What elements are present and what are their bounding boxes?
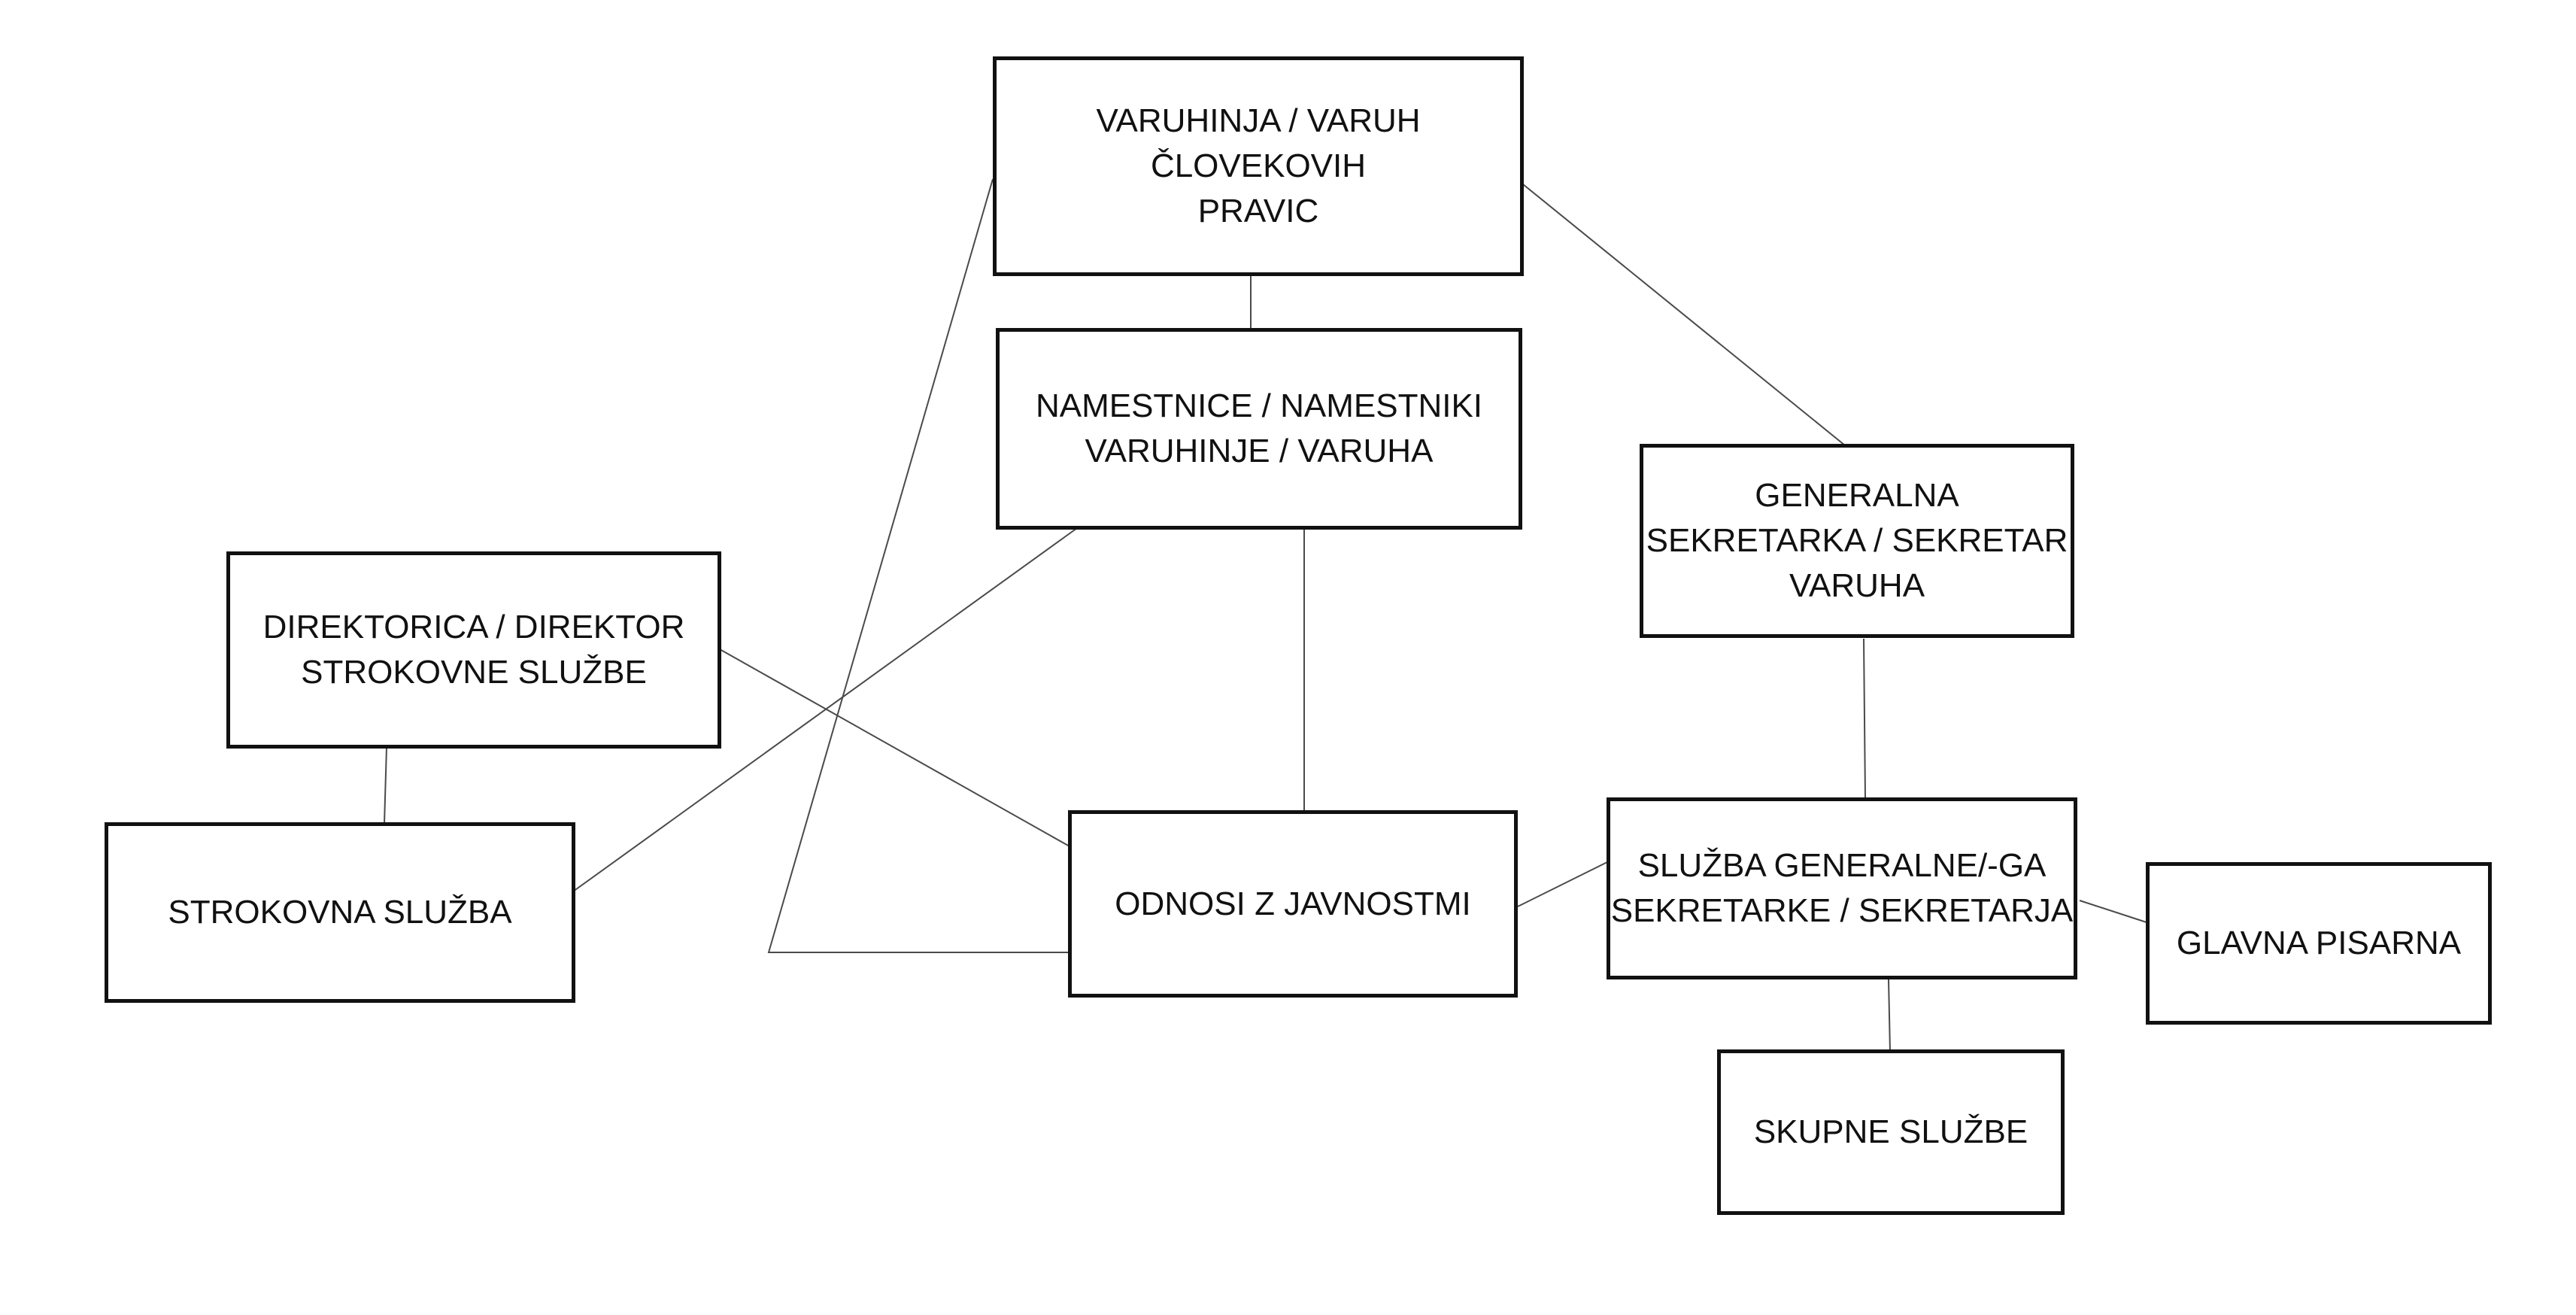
node-deputies-label: NAMESTNICE / NAMESTNIKI VARUHINJE / VARU… [1035,387,1483,469]
edge-ombudsman-public-relations [767,178,1070,953]
edge-secretary-service-joint-services [1888,979,1891,1052]
node-main-office-label: GLAVNA PISARNA [2176,925,2462,961]
node-ombudsman: VARUHINJA / VARUH ČLOVEKOVIH PRAVIC [993,56,1524,276]
node-secretary-service-label: SLUŽBA GENERALNE/-GA SEKRETARKE / SEKRET… [1610,847,2074,929]
node-expert-service-label: STROKOVNA SLUŽBA [168,894,512,931]
node-main-office: GLAVNA PISARNA [2146,862,2492,1025]
edge-secretary-general-secretary-service [1863,638,1866,800]
node-director: DIREKTORICA / DIREKTOR STROKOVNE SLUŽBE [226,551,721,749]
node-secretary-general: GENERALNA SEKRETARKA / SEKRETAR VARUHA [1640,444,2074,638]
node-director-label: DIREKTORICA / DIREKTOR STROKOVNE SLUŽBE [262,609,685,691]
node-public-relations-label: ODNOSI Z JAVNOSTMI [1115,885,1471,922]
edge-secretary-service-public-relations [1517,861,1610,907]
node-secretary-service: SLUŽBA GENERALNE/-GA SEKRETARKE / SEKRET… [1607,797,2077,979]
node-joint-services: SKUPNE SLUŽBE [1717,1049,2065,1215]
edge-deputies-expert-service [572,527,1078,892]
node-ombudsman-label: VARUHINJA / VARUH ČLOVEKOVIH PRAVIC [1096,102,1421,229]
node-deputies: NAMESTNICE / NAMESTNIKI VARUHINJE / VARU… [996,328,1522,530]
node-joint-services-label: SKUPNE SLUŽBE [1753,1113,2028,1150]
edge-director-public-relations [712,645,1070,847]
edge-secretary-service-main-office [2079,900,2150,924]
node-expert-service: STROKOVNA SLUŽBA [105,822,575,1003]
node-secretary-general-label: GENERALNA SEKRETARKA / SEKRETAR VARUHA [1646,477,2068,604]
edge-director-expert-service [384,746,387,825]
node-public-relations: ODNOSI Z JAVNOSTMI [1068,810,1518,998]
edge-ombudsman-secretary-general [1522,184,1846,446]
